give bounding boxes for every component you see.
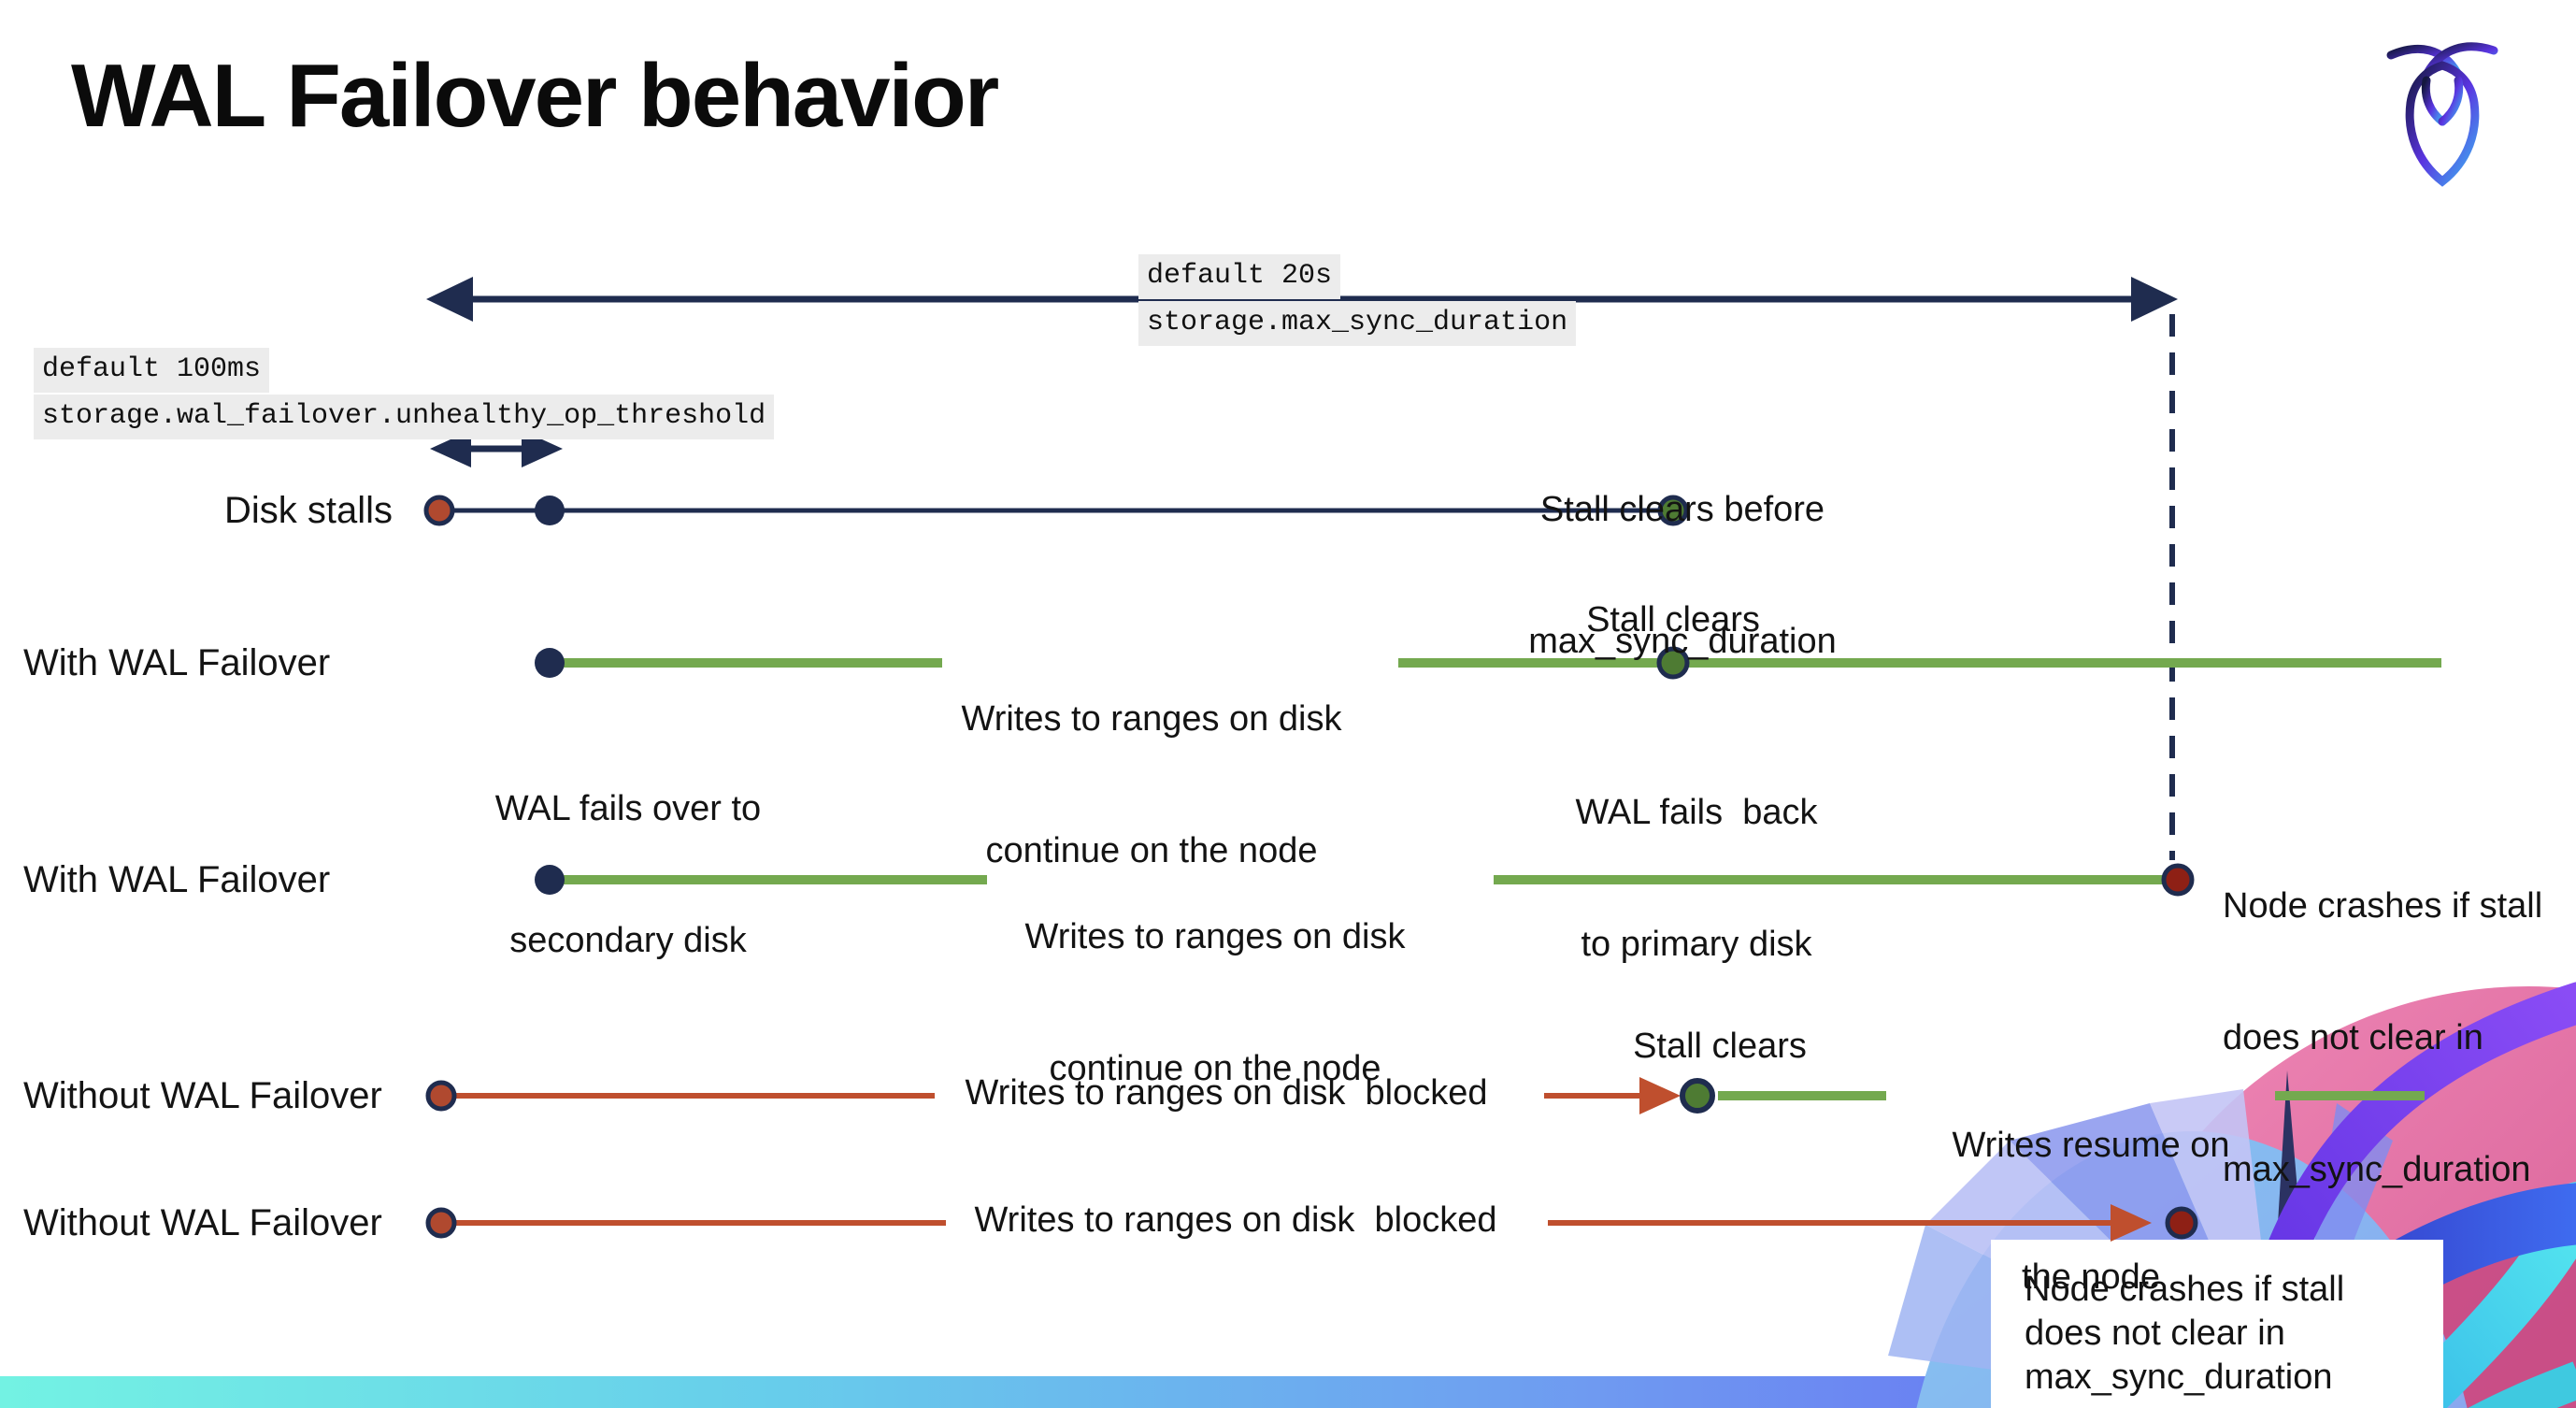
row-label-without-wal-failover-2: Without WAL Failover [23, 1202, 382, 1243]
note-line: secondary disk [509, 921, 747, 960]
setting-name: storage.max_sync_duration [1138, 301, 1577, 346]
node-crash-callout-line: does not clear in [2025, 1314, 2285, 1353]
cockroachdb-logo [2385, 39, 2499, 191]
note-writes-continue-2: Writes to ranges on disk continue on the… [1009, 827, 1421, 1135]
note-node-crashes-right: Node crashes if stall does not clear in … [2223, 797, 2576, 1236]
setting-default-value: default 100ms [34, 348, 270, 393]
threshold-dot [535, 496, 565, 525]
stall-start-dot [425, 1080, 457, 1112]
row-label-disk-stalls: Disk stalls [223, 490, 393, 531]
note-stall-clears-2: Stall clears [1633, 1027, 1807, 1066]
note-writes-resume: Writes resume on the node [1904, 1036, 2278, 1343]
node-crash-callout-line: max_sync_duration [2025, 1358, 2333, 1397]
note-line: Stall clears before [1539, 490, 1825, 529]
setting-default-value: default 20s [1138, 254, 1341, 299]
stall-clears-dot [1680, 1078, 1715, 1113]
note-writes-blocked-2: Writes to ranges on disk blocked [974, 1200, 1497, 1240]
note-line: max_sync_duration [2223, 1150, 2531, 1189]
note-line: to primary disk [1581, 925, 1812, 964]
row-label-with-wal-failover-1: With WAL Failover [23, 642, 331, 683]
note-line: WAL fails back [1575, 793, 1818, 832]
note-line: WAL fails over to [494, 789, 762, 828]
stall-start-dot [425, 1207, 457, 1239]
setting-name: storage.wal_failover.unhealthy_op_thresh… [34, 395, 775, 439]
max-sync-duration-setting-label: default 20s storage.max_sync_duration [1138, 254, 1577, 348]
page-title: WAL Failover behavior [71, 46, 999, 146]
note-line: the node [2022, 1257, 2160, 1297]
note-writes-blocked-1: Writes to ranges on disk blocked [965, 1073, 1488, 1113]
note-wal-fails-back: WAL fails back to primary disk [1491, 703, 1902, 1011]
note-stall-clears-before: Stall clears before max_sync_duration [1458, 400, 1907, 708]
note-line: Writes resume on [1952, 1126, 2230, 1165]
failover-dot [535, 648, 565, 678]
stall-start-dot [423, 495, 455, 526]
note-line: continue on the node [985, 831, 1318, 870]
note-wal-fails-over: WAL fails over to secondary disk [422, 699, 834, 1007]
note-line: Writes to ranges on disk [961, 699, 1342, 739]
node-crash-callout-box: Node crashes if stall does not clear in … [1991, 1240, 2443, 1408]
note-line: Node crashes if stall [2223, 886, 2543, 926]
node-crash-callout-line: Node crashes if stall [2025, 1270, 2345, 1309]
unhealthy-op-threshold-setting-label: default 100ms storage.wal_failover.unhea… [34, 348, 775, 441]
note-line: Writes to ranges on disk [1024, 917, 1406, 956]
row-label-with-wal-failover-2: With WAL Failover [23, 859, 331, 900]
note-line: does not clear in [2223, 1018, 2483, 1057]
blocked-arrowhead [1639, 1077, 1681, 1114]
note-stall-clears-1: Stall clears [1586, 600, 1760, 639]
note-line: continue on the node [1049, 1049, 1381, 1088]
row-label-without-wal-failover-1: Without WAL Failover [23, 1075, 382, 1116]
cockroachdb-beetle-icon [2386, 42, 2498, 187]
note-writes-continue-1: Writes to ranges on disk continue on the… [946, 610, 1357, 917]
node-crash-dot [2161, 863, 2195, 897]
